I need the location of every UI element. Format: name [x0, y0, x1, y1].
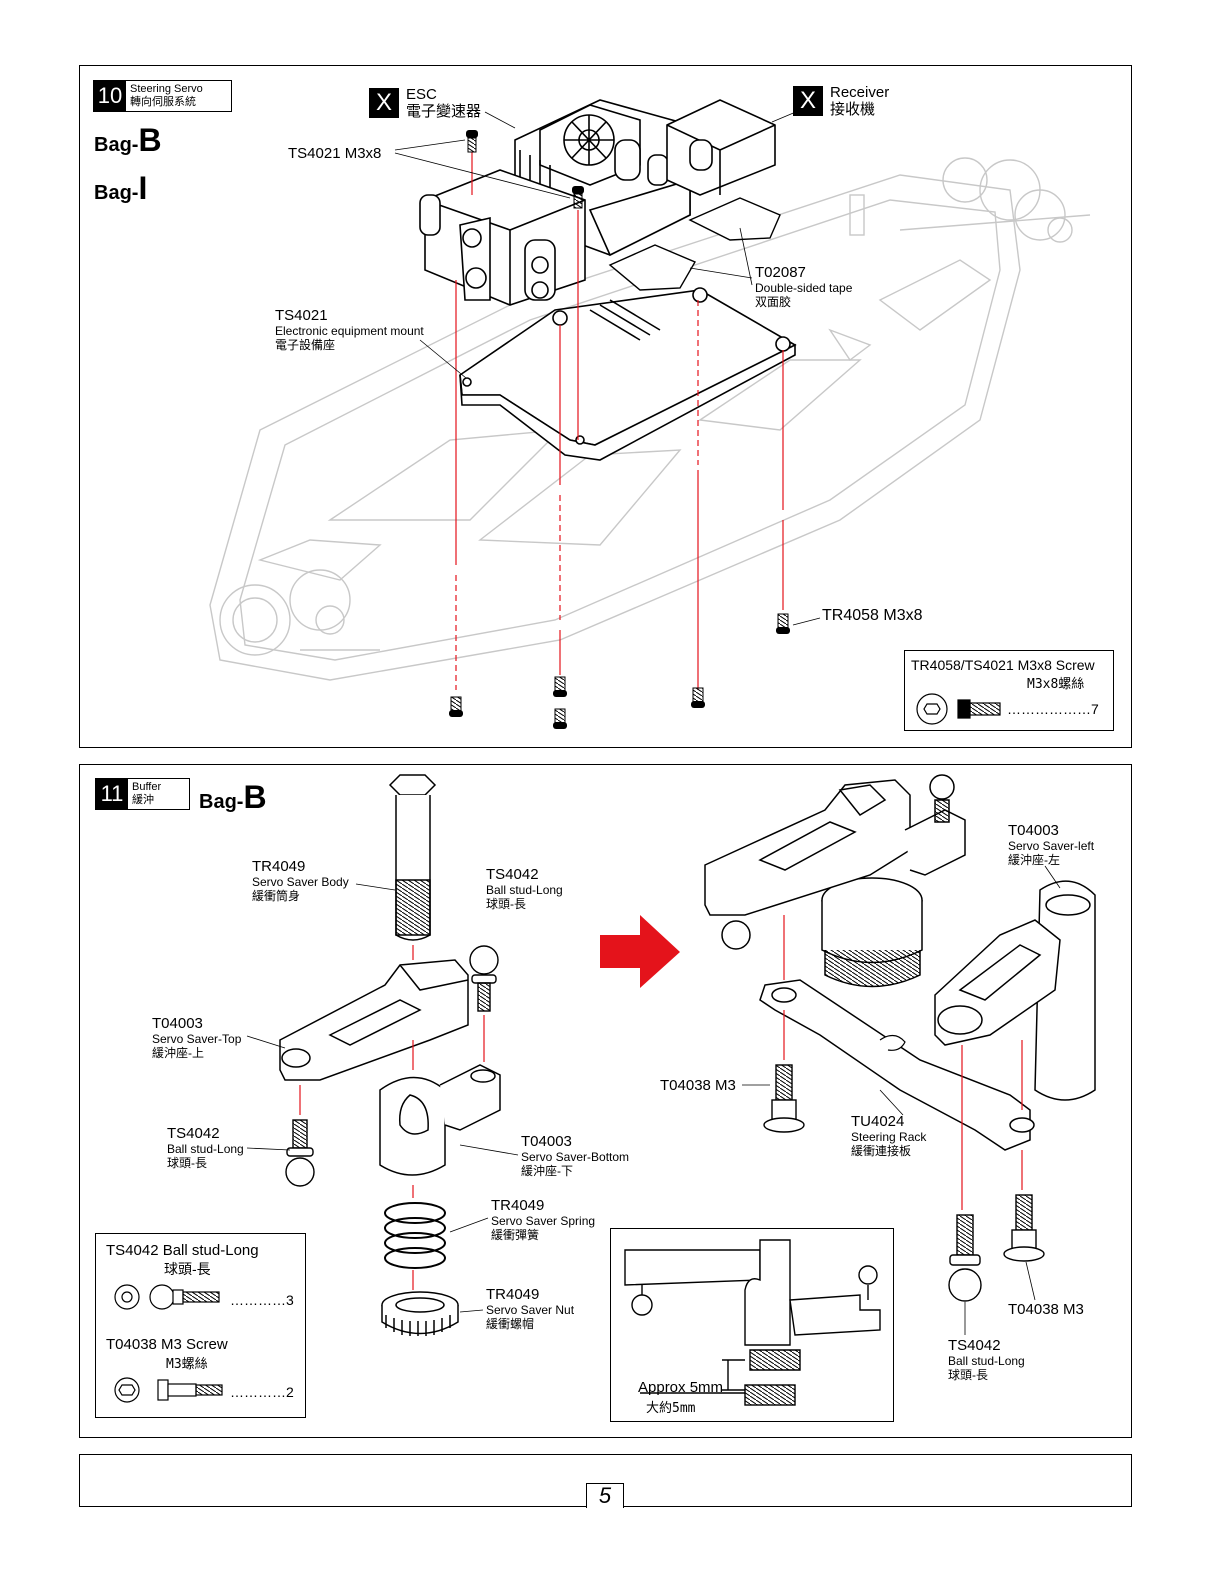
- servo-drawing: [419, 169, 586, 306]
- bag-i-label: Bag-I: [94, 170, 148, 206]
- leader-lines-10: [394, 105, 821, 626]
- servo-saver-left: [934, 880, 1096, 1101]
- inset-drawing: [624, 1239, 881, 1406]
- double-sided-tape: [608, 197, 781, 291]
- equipment-mount: [459, 287, 797, 461]
- assembly-arrow: [600, 915, 680, 988]
- bag-b-label: Bag-B: [94, 122, 162, 158]
- step-title: Steering Servo 轉向伺服系統: [130, 83, 203, 108]
- guide-lines-11-left: [299, 945, 485, 1290]
- part-label: T04038 M3: [660, 1077, 736, 1094]
- legend-11-icons: [114, 1284, 223, 1403]
- servo-saver-top: [279, 959, 469, 1081]
- leader-lines-11-right: [742, 865, 1061, 1335]
- screw-t04038-right: [1003, 1194, 1045, 1262]
- guide-lines-10: [455, 152, 784, 690]
- receiver-drawing: [666, 99, 776, 196]
- servo-saver-bottom: [379, 1064, 501, 1176]
- leader-lines-11-left: [246, 883, 519, 1313]
- ball-stud-right: [948, 1214, 982, 1302]
- bag-b-label: Bag-B: [199, 779, 267, 815]
- step-11-header: 11 Buffer 緩沖: [95, 778, 191, 810]
- servo-saver-nut: [381, 1291, 459, 1336]
- ball-stud: [469, 945, 499, 1012]
- guide-lines-11-right: [783, 915, 1023, 1210]
- screw-icons-10: [449, 130, 790, 729]
- part-label: T04038 M3: [1008, 1301, 1084, 1318]
- page-number: 5: [586, 1483, 624, 1508]
- ball-stud-lower: [285, 1119, 315, 1187]
- step-title: Buffer 緩沖: [132, 781, 162, 806]
- assembled-servo-saver: [704, 774, 966, 988]
- step-number: 10: [94, 81, 126, 111]
- step-10-header: 10 Steering Servo 轉向伺服系統: [93, 80, 232, 112]
- step-number: 11: [96, 779, 128, 809]
- screw-bottom-label: TR4058 M3x8: [822, 607, 923, 624]
- legend-qty: ………………7: [1007, 701, 1099, 717]
- servo-saver-body: [388, 774, 437, 941]
- screw-t04038-left: [763, 1064, 805, 1133]
- esc-x-badge: X: [369, 88, 399, 118]
- servo-saver-spring: [384, 1202, 446, 1269]
- legend-10-icons: [916, 693, 1001, 725]
- screw-top-label: TS4021 M3x8: [288, 145, 382, 162]
